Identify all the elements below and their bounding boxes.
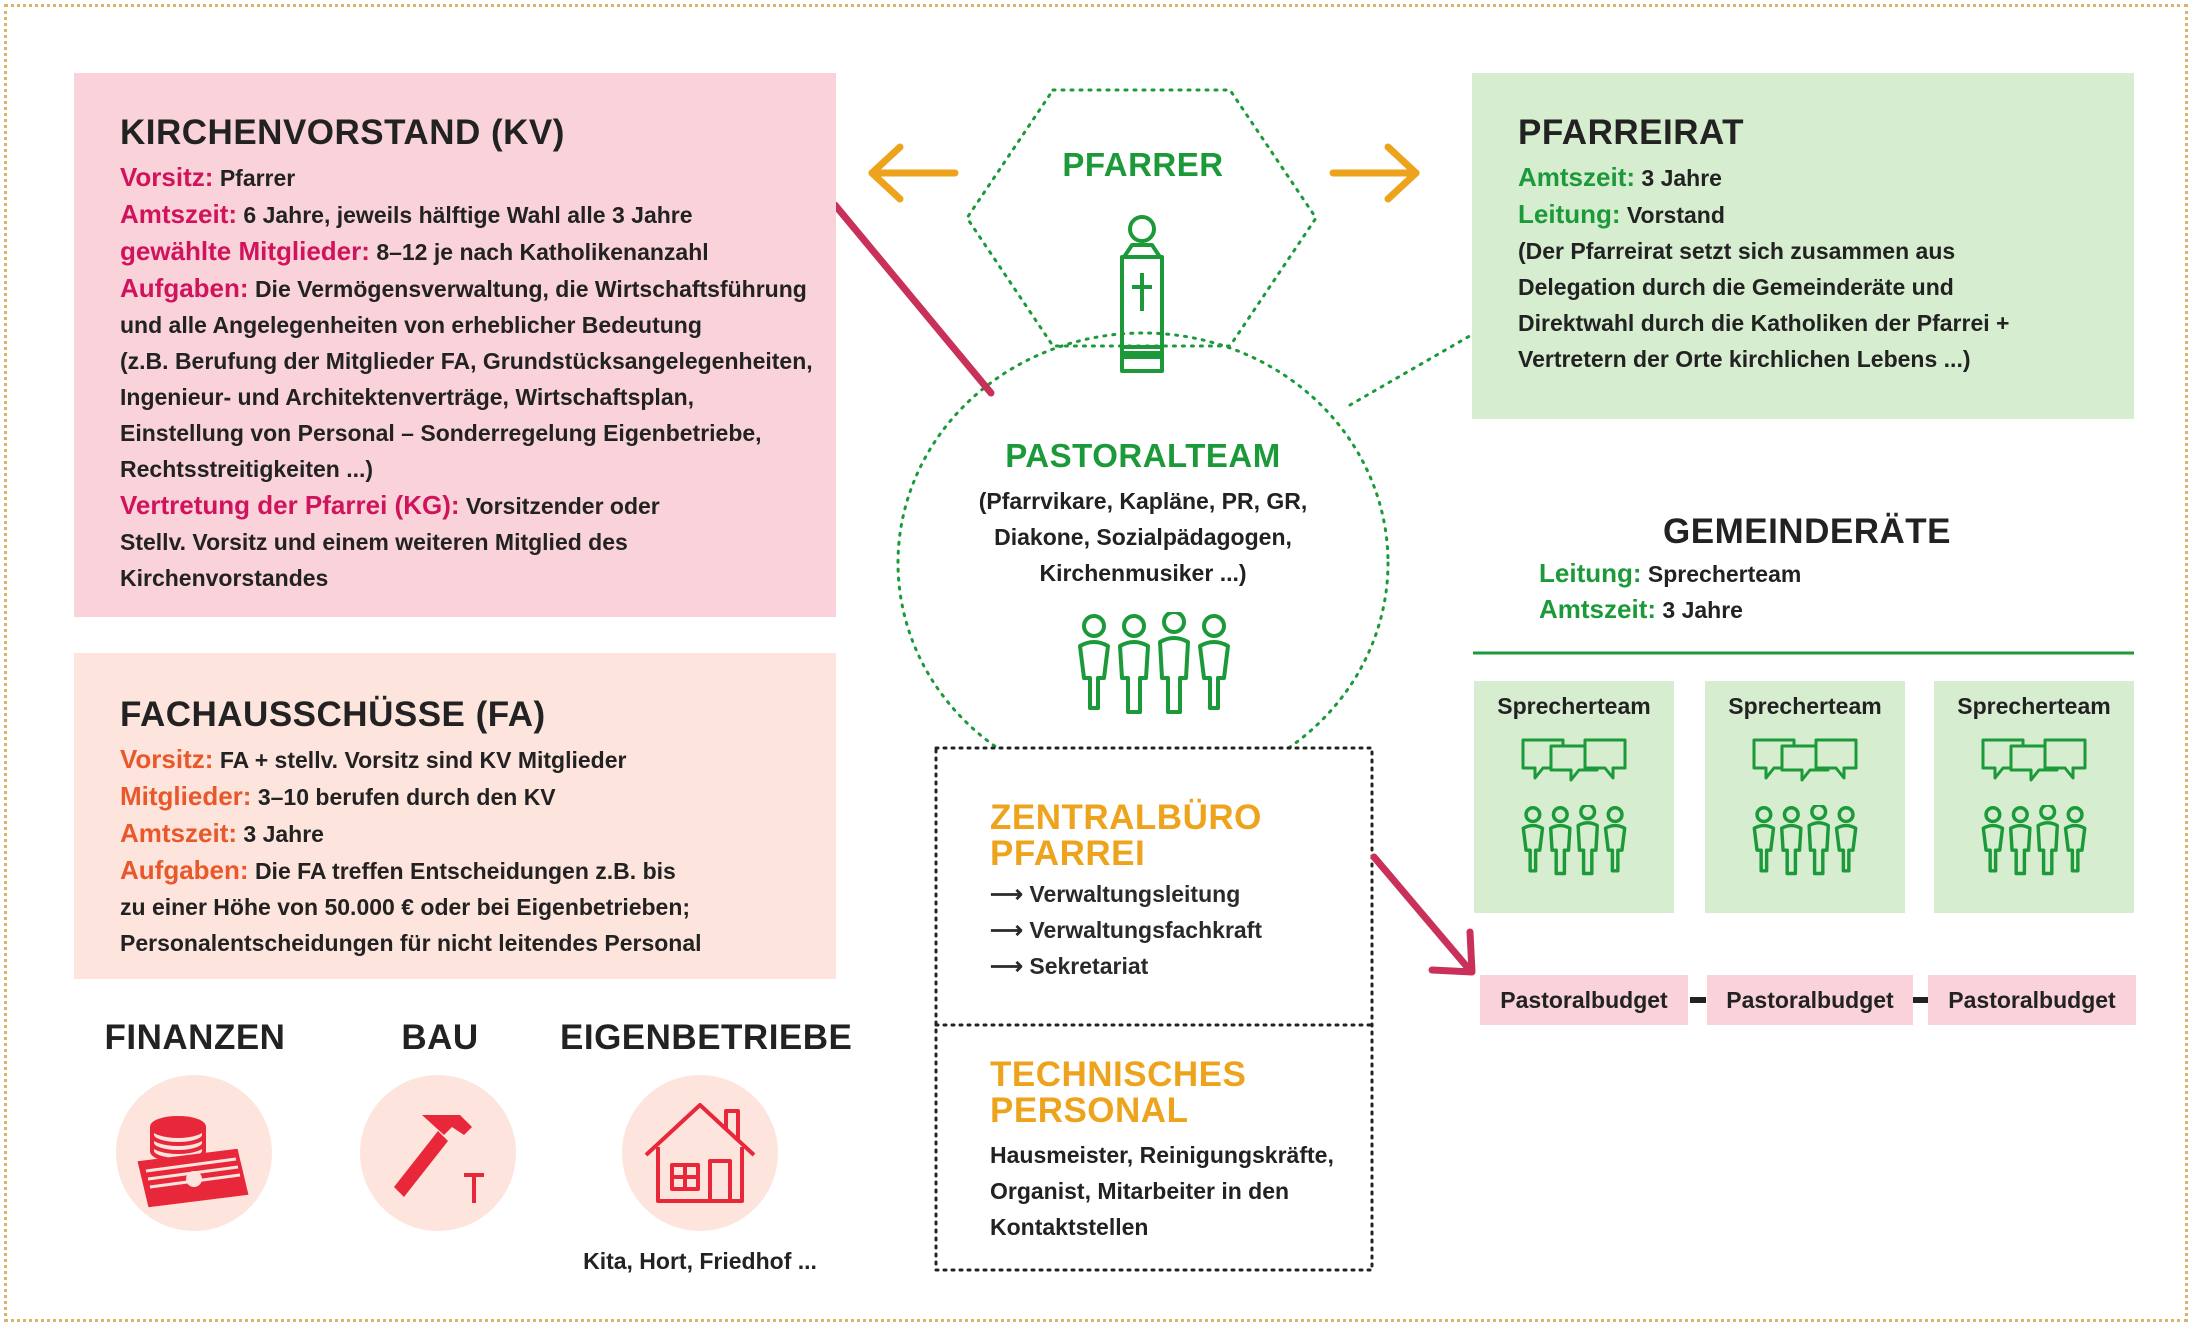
- technisch-title: TECHNISCHES PERSONAL: [990, 1055, 1247, 1130]
- fa-aufgaben: Aufgaben: Die FA treffen Entscheidungen …: [120, 855, 676, 885]
- money-icon: [116, 1075, 272, 1231]
- team-icon: [1521, 805, 1627, 876]
- sprecherteam-box: Sprecherteam: [1934, 681, 2134, 913]
- kv-connector: [831, 201, 995, 397]
- pfarreirat-line: (Der Pfarreirat setzt sich zusammen aus: [1518, 238, 1956, 264]
- arrow-right-head: [1384, 143, 1420, 203]
- team-icon: [1981, 805, 2087, 876]
- technisch-line: Organist, Mitarbeiter in den: [990, 1178, 1290, 1204]
- zentralbuero-item: ⟶ Sekretariat: [990, 953, 1149, 979]
- pastoralteam-line: (Pfarrvikare, Kapläne, PR, GR,: [978, 488, 1308, 514]
- speech-bubbles-icon: [1521, 738, 1627, 782]
- arrow-right-icon: ⟶: [990, 917, 1023, 943]
- fa-title: FACHAUSSCHÜSSE (FA): [120, 695, 546, 734]
- kv-vertretung-line: Kirchenvorstandes: [120, 565, 329, 591]
- pfarreirat-title: PFARREIRAT: [1518, 113, 1745, 152]
- zentralbuero-section: ZENTRALBÜRO PFARREI ⟶ Verwaltungsleitung…: [990, 800, 1360, 984]
- arrow-right-icon: ⟶: [990, 881, 1023, 907]
- sprecherteam-box: Sprecherteam: [1705, 681, 1905, 913]
- kv-aufgaben-line: Ingenieur- und Architektenverträge, Wirt…: [120, 384, 695, 410]
- zentralbuero-item: ⟶ Verwaltungsfachkraft: [990, 917, 1263, 943]
- fa-aufgaben-line: zu einer Höhe von 50.000 € oder bei Eige…: [120, 894, 691, 920]
- pfarreirat-line: Vertretern der Orte kirchlichen Lebens .…: [1518, 346, 1971, 372]
- eigenbetriebe-note: Kita, Hort, Friedhof ...: [583, 1248, 817, 1274]
- bau-label: BAU: [401, 1018, 479, 1057]
- fa-aufgaben-line: Personalentscheidungen für nicht leitend…: [120, 930, 702, 956]
- pfarreirat-line: Delegation durch die Gemeinderäte und: [1518, 274, 1954, 300]
- pastoralbudget-label: Pastoralbudget: [1480, 975, 1688, 1025]
- technisch-section: TECHNISCHES PERSONAL Hausmeister, Reinig…: [990, 1057, 1360, 1245]
- kv-aufgaben: Aufgaben: Die Vermögensverwaltung, die W…: [120, 273, 807, 303]
- kv-vorsitz: Vorsitz: Pfarrer: [120, 162, 296, 192]
- zentralbuero-item: ⟶ Verwaltungsleitung: [990, 881, 1241, 907]
- kv-aufgaben-line: und alle Angelegenheiten von erheblicher…: [120, 312, 702, 338]
- technisch-line: Kontaktstellen: [990, 1214, 1149, 1240]
- team-icon: [1752, 805, 1858, 876]
- sprecherteam-title: Sprecherteam: [1957, 693, 2111, 719]
- speech-bubbles-icon: [1752, 738, 1858, 782]
- kv-vertretung-line: Stellv. Vorsitz und einem weiteren Mitgl…: [120, 529, 628, 555]
- arrow-left-head: [868, 143, 904, 203]
- kv-aufgaben-line: Einstellung von Personal – Sonderregelun…: [120, 420, 762, 446]
- pastoralteam-line: Kirchenmusiker ...): [1039, 560, 1247, 586]
- sprecherteam-box: Sprecherteam: [1474, 681, 1674, 913]
- kv-mitglieder: gewählte Mitglieder: 8–12 je nach Kathol…: [120, 236, 709, 266]
- zentralbuero-title: ZENTRALBÜRO PFARREI: [990, 798, 1262, 873]
- gemeinderaete-title: GEMEINDERÄTE: [1663, 512, 1951, 551]
- kv-box: KIRCHENVORSTAND (KV) Vorsitz: Pfarrer Am…: [74, 73, 836, 617]
- pastoralteam-title: PASTORALTEAM: [1005, 437, 1281, 474]
- kv-aufgaben-line: Rechtsstreitigkeiten ...): [120, 456, 374, 482]
- team-icon: [1078, 612, 1230, 714]
- pastoralteam-line: Diakone, Sozialpädagogen,: [994, 524, 1292, 550]
- kv-amtszeit: Amtszeit: 6 Jahre, jeweils hälftige Wahl…: [120, 199, 693, 229]
- pfarreirat-amtszeit: Amtszeit: 3 Jahre: [1518, 162, 1722, 192]
- gemeinderaete-leitung: Leitung: Sprecherteam: [1539, 558, 1802, 588]
- budget-arrowhead: [1428, 928, 1476, 976]
- fa-amtszeit: Amtszeit: 3 Jahre: [120, 818, 324, 848]
- eigenbetriebe-label: EIGENBETRIEBE: [560, 1018, 853, 1057]
- pfarrer-hexagon: [965, 88, 1318, 348]
- sprecherteam-title: Sprecherteam: [1497, 693, 1651, 719]
- fa-vorsitz: Vorsitz: FA + stellv. Vorsitz sind KV Mi…: [120, 744, 627, 774]
- kv-title: KIRCHENVORSTAND (KV): [120, 113, 565, 152]
- fa-box: FACHAUSSCHÜSSE (FA) Vorsitz: FA + stellv…: [74, 653, 836, 979]
- pastoralbudget-label: Pastoralbudget: [1928, 975, 2136, 1025]
- fa-mitglieder: Mitglieder: 3–10 berufen durch den KV: [120, 781, 556, 811]
- pfarreirat-box: PFARREIRAT Amtszeit: 3 Jahre Leitung: Vo…: [1472, 73, 2134, 419]
- finanzen-label: FINANZEN: [104, 1018, 286, 1057]
- zentralbuero-frame: [934, 746, 1374, 1272]
- kv-vertretung: Vertretung der Pfarrei (KG): Vorsitzende…: [120, 490, 660, 520]
- pfarrer-title: PFARRER: [1062, 146, 1224, 183]
- kv-aufgaben-line: (z.B. Berufung der Mitglieder FA, Grunds…: [120, 348, 813, 374]
- pastoralbudget-label: Pastoralbudget: [1707, 975, 1913, 1025]
- pfarreirat-leitung: Leitung: Vorstand: [1518, 199, 1725, 229]
- house-icon: [622, 1075, 778, 1231]
- pfarreirat-connector: [1348, 328, 1482, 407]
- gemeinderaete-amtszeit: Amtszeit: 3 Jahre: [1539, 594, 1743, 624]
- pastoralteam-circle: [896, 331, 1390, 795]
- hammer-icon: [360, 1075, 516, 1231]
- pfarreirat-line: Direktwahl durch die Katholiken der Pfar…: [1518, 310, 2010, 336]
- arrow-right-icon: ⟶: [990, 953, 1023, 979]
- budget-arrow-line: [1370, 853, 1472, 972]
- technisch-line: Hausmeister, Reinigungskräfte,: [990, 1142, 1334, 1168]
- speech-bubbles-icon: [1981, 738, 2087, 782]
- sprecherteam-title: Sprecherteam: [1728, 693, 1882, 719]
- priest-icon: [1120, 215, 1164, 373]
